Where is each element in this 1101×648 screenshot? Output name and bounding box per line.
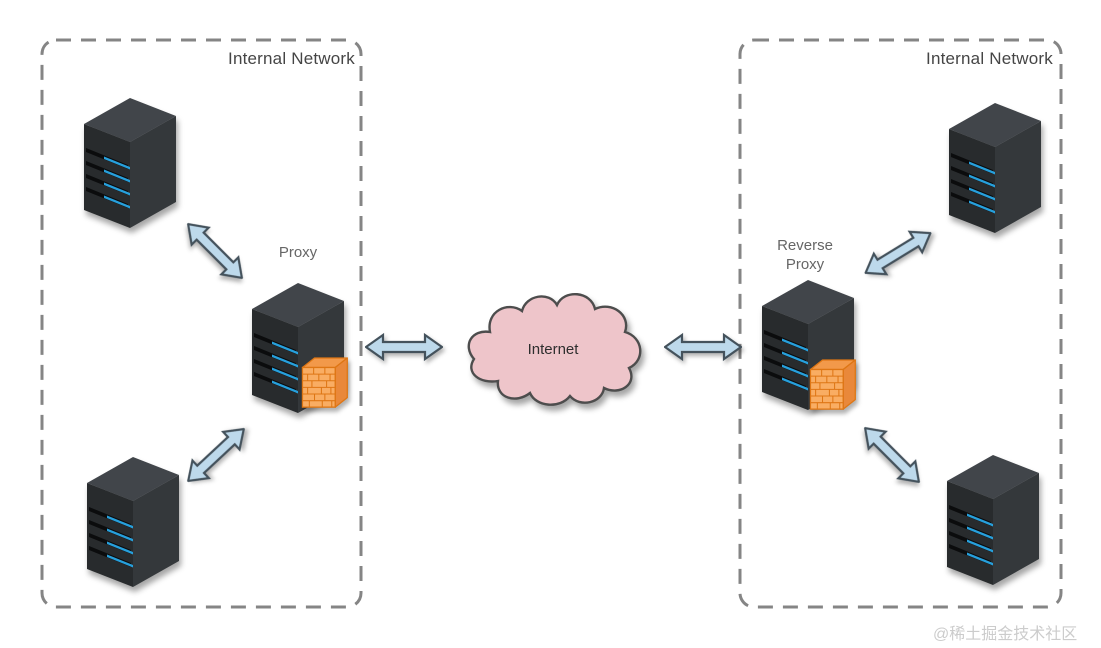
proxy-label: Proxy — [278, 244, 318, 261]
arrow-proxy-to-internet — [365, 331, 443, 363]
server-icon-left-bottom — [81, 447, 185, 587]
left-network-boundary — [40, 38, 363, 609]
internet-label: Internet — [528, 341, 580, 358]
arrow-internet-to-reverse-proxy — [664, 331, 742, 363]
left-network-label: Internal Network — [228, 49, 355, 68]
firewall-icon-reverse-proxy — [807, 354, 857, 416]
server-icon-right-top — [943, 93, 1047, 233]
internet-cloud: Internet — [467, 293, 642, 406]
watermark: @稀土掘金技术社区 — [933, 626, 1078, 643]
server-icon-left-top — [78, 88, 182, 228]
firewall-icon-proxy — [299, 352, 349, 414]
server-icon-right-bottom — [941, 445, 1045, 585]
reverse-proxy-label: Reverse Proxy — [777, 237, 833, 273]
right-network-boundary — [738, 38, 1063, 609]
cloud-shape — [467, 293, 642, 406]
right-network-label: Internal Network — [926, 49, 1053, 68]
